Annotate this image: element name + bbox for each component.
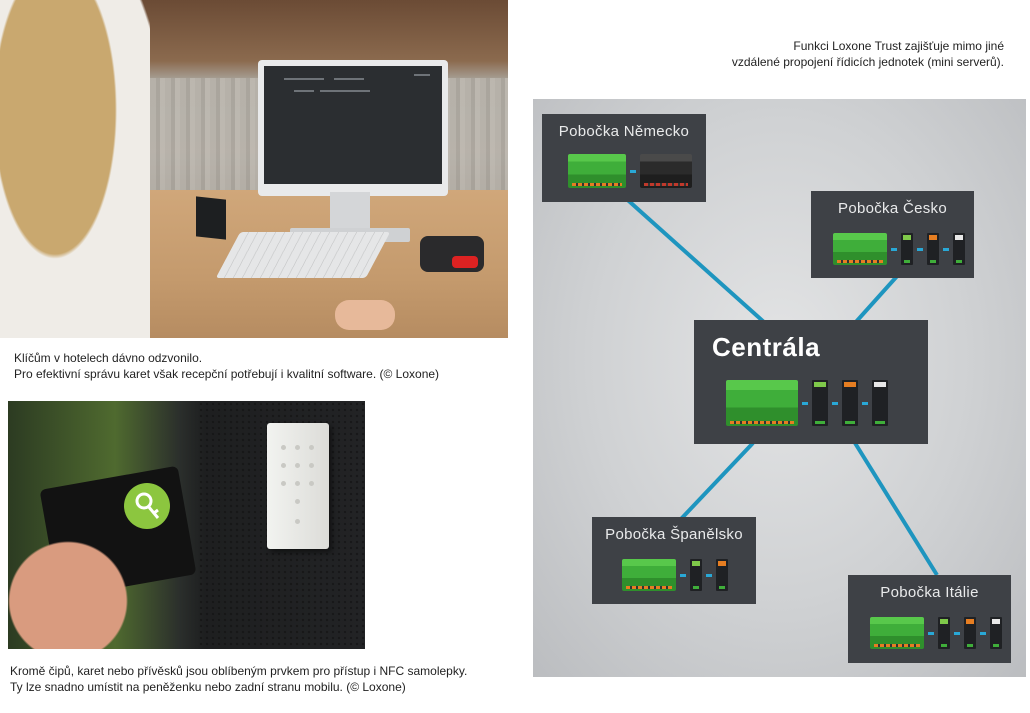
nfc-pad — [196, 196, 226, 240]
bus-link — [980, 631, 986, 635]
hand — [8, 521, 148, 649]
miniserver-icon — [568, 154, 626, 188]
connection-lines — [619, 192, 939, 577]
branch-czech-label: Pobočka Česko — [838, 200, 947, 217]
bus-link — [862, 401, 868, 405]
branch-germany: Pobočka Německo — [542, 114, 706, 202]
branch-spain-label: Pobočka Španělsko — [605, 526, 743, 543]
diagram-note: Funkci Loxone Trust zajišťuje mimo jiné … — [732, 38, 1004, 70]
extension-icon — [872, 380, 888, 426]
card-reader-light — [452, 256, 478, 268]
diagram-note-line2: vzdálené propojení řídicích jednotek (mi… — [731, 55, 1004, 69]
bus-link — [928, 631, 934, 635]
miniserver-icon — [726, 380, 798, 426]
bus-link — [680, 573, 686, 577]
branch-spain-devices — [622, 559, 728, 591]
bus-link — [943, 247, 949, 251]
link-italy — [853, 441, 939, 577]
branch-italy: Pobočka Itálie — [848, 575, 1011, 663]
extension-icon — [964, 617, 976, 649]
extension-icon — [716, 559, 728, 591]
hotel-reception-photo — [0, 0, 508, 338]
monitor-screen — [264, 66, 442, 184]
bus-link — [917, 247, 923, 251]
caption-top: Klíčům v hotelech dávno odzvonilo. Pro e… — [14, 350, 439, 382]
link-germany — [619, 192, 767, 325]
network-diagram: Pobočka Německo Pobočka Česko Centrála — [533, 99, 1026, 677]
bus-link — [706, 573, 712, 577]
extension-icon — [990, 617, 1002, 649]
central-devices — [726, 380, 888, 426]
branch-spain: Pobočka Španělsko — [592, 517, 756, 604]
extension-icon — [812, 380, 828, 426]
extension-icon — [842, 380, 858, 426]
bus-link — [832, 401, 838, 405]
caption-bottom-line2: Ty lze snadno umístit na peněženku nebo … — [10, 680, 406, 694]
link-czech — [853, 272, 901, 325]
miniserver-icon — [833, 233, 887, 265]
branch-italy-devices — [870, 617, 1002, 649]
bus-link — [954, 631, 960, 635]
branch-germany-devices — [568, 154, 692, 188]
bus-link — [630, 169, 636, 173]
branch-czech-devices — [833, 233, 965, 265]
extension-icon — [953, 233, 965, 265]
link-spain — [679, 441, 755, 521]
branch-italy-label: Pobočka Itálie — [880, 584, 979, 601]
receptionist — [0, 0, 150, 338]
extension-icon — [927, 233, 939, 265]
extension-icon — [690, 559, 702, 591]
caption-top-line2: Pro efektivní správu karet však recepční… — [14, 367, 440, 381]
bus-link — [891, 247, 897, 251]
monitor-stand — [330, 192, 370, 232]
caption-bottom: Kromě čipů, karet nebo přívěsků jsou obl… — [10, 663, 467, 695]
nfc-wallet-keypad-photo — [8, 401, 365, 649]
hand-on-mouse — [335, 300, 395, 330]
central-label: Centrála — [712, 332, 821, 362]
miniserver-icon — [622, 559, 676, 591]
central-box: Centrála — [694, 320, 928, 444]
caption-bottom-line1: Kromě čipů, karet nebo přívěsků jsou obl… — [10, 664, 468, 678]
keyboard — [215, 232, 391, 278]
extension-icon — [938, 617, 950, 649]
bus-link — [802, 401, 808, 405]
extension-icon — [901, 233, 913, 265]
diagram-note-line1: Funkci Loxone Trust zajišťuje mimo jiné — [793, 39, 1004, 53]
miniserver-icon — [870, 617, 924, 649]
branch-czech: Pobočka Česko — [811, 191, 974, 278]
branch-germany-label: Pobočka Německo — [558, 123, 690, 140]
miniserver-gen1-icon — [640, 154, 692, 188]
touch-keypad — [267, 423, 329, 549]
caption-top-line1: Klíčům v hotelech dávno odzvonilo. — [14, 351, 203, 365]
